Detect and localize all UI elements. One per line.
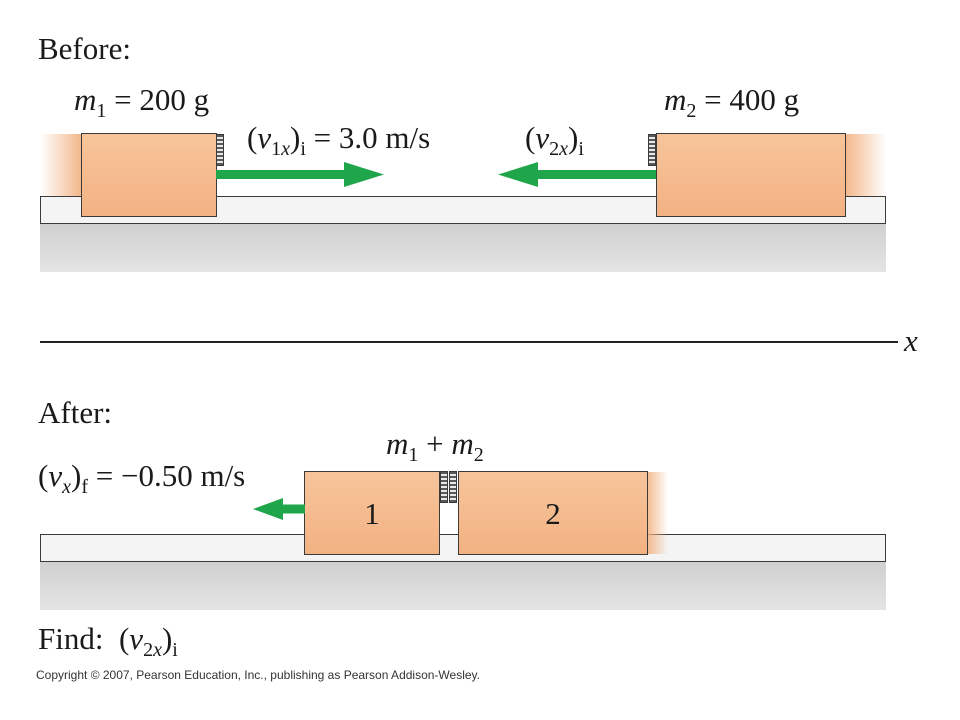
bumper-coupled-right [449, 471, 457, 503]
glider-2-number: 2 [545, 496, 561, 531]
glider-m2 [656, 133, 846, 217]
copyright-notice: Copyright © 2007, Pearson Education, Inc… [36, 668, 480, 682]
vf-label: (vx)f = −0.50 m/s [38, 458, 246, 498]
find-label: Find: (v2x)i [38, 621, 178, 661]
bumper-m2 [648, 134, 656, 166]
m2-value: = 400 g [696, 82, 800, 117]
v1-initial-label: (v1x)i = 3.0 m/s [247, 120, 431, 160]
combined-mass-label: m1 + m2 [386, 426, 484, 466]
after-block-shading [646, 472, 668, 554]
glider-2-after [458, 471, 648, 555]
velocity-arrow-vf [253, 498, 305, 520]
m1-label: m1 = 200 g [74, 84, 209, 121]
glider-1-after [304, 471, 440, 555]
m2-subscript: 2 [686, 100, 697, 122]
velocity-arrow-v1 [216, 162, 384, 187]
m1-subscript: 1 [96, 100, 107, 122]
m2-symbol: m [664, 82, 687, 117]
after-heading: After: [38, 395, 113, 430]
x-axis-label: x [904, 323, 918, 358]
air-track-after-base [40, 562, 886, 610]
velocity-arrow-v2 [498, 162, 656, 187]
glider-1-number: 1 [364, 496, 380, 531]
air-track-before-base [40, 224, 886, 272]
bumper-m1 [216, 134, 224, 166]
m1-value: = 200 g [106, 82, 210, 117]
x-axis-line [40, 341, 898, 343]
m2-label: m2 = 400 g [664, 84, 799, 121]
glider-m1 [81, 133, 217, 217]
bumper-coupled-left [440, 471, 448, 503]
before-heading: Before: [38, 31, 131, 66]
m1-symbol: m [74, 82, 97, 117]
v2-initial-label: (v2x)i [525, 120, 584, 160]
